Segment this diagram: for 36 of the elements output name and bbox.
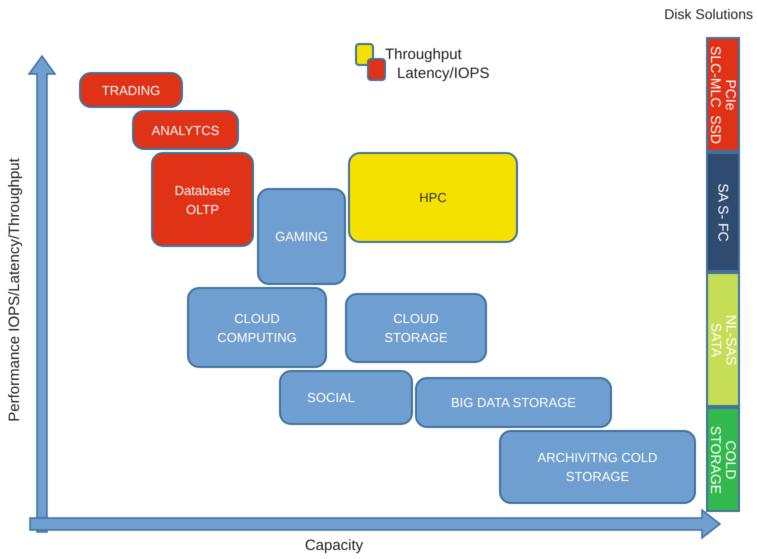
disk-tier-bar <box>706 272 740 407</box>
tier-label: STORAGE <box>708 425 723 494</box>
workload-box <box>348 152 518 243</box>
disk-tier-bar <box>706 37 740 152</box>
workload-label: HPC <box>419 189 447 207</box>
x-axis-label: Capacity <box>304 536 364 556</box>
legend-label: Latency/IOPS <box>397 65 490 83</box>
workload-box <box>151 152 254 247</box>
workload-label: ARCHIVITNG COLD STORAGE <box>536 449 658 486</box>
tier-label: SATA <box>708 322 723 357</box>
stack-heading: Disk Solutions <box>664 5 753 24</box>
disk-tier-bar <box>706 407 740 512</box>
workload-box <box>132 110 239 150</box>
y-axis-label: Performance IOPS/Latency/Throughput <box>4 158 24 422</box>
tier-label: SA S- FC <box>716 182 730 242</box>
workload-box <box>499 430 696 504</box>
workload-label: GAMING <box>275 228 328 246</box>
workload-label: SOCIAL <box>307 389 355 407</box>
disk-tier-bar <box>706 152 740 272</box>
workload-label: TRADING <box>102 82 160 100</box>
workload-label: CLOUD STORAGE <box>383 310 449 347</box>
workload-label: Database OLTP <box>174 182 232 218</box>
workload-box <box>345 293 487 363</box>
workload-box <box>187 287 327 368</box>
tier-label: PCIe <box>723 78 738 110</box>
tier-label: NL-SAS <box>723 314 738 365</box>
workload-box <box>257 188 346 285</box>
tier-label: COLD <box>723 440 738 479</box>
workload-label: CLOUD COMPUTING <box>216 310 298 346</box>
legend-label: Throughput <box>385 46 462 64</box>
workload-box <box>279 370 413 425</box>
workload-box <box>415 377 612 428</box>
workload-label: ANALYTCS <box>152 122 220 140</box>
workload-box <box>79 72 183 108</box>
workload-label: BIG DATA STORAGE <box>451 394 576 412</box>
tier-label: SLC-MLC SSD <box>708 45 723 144</box>
